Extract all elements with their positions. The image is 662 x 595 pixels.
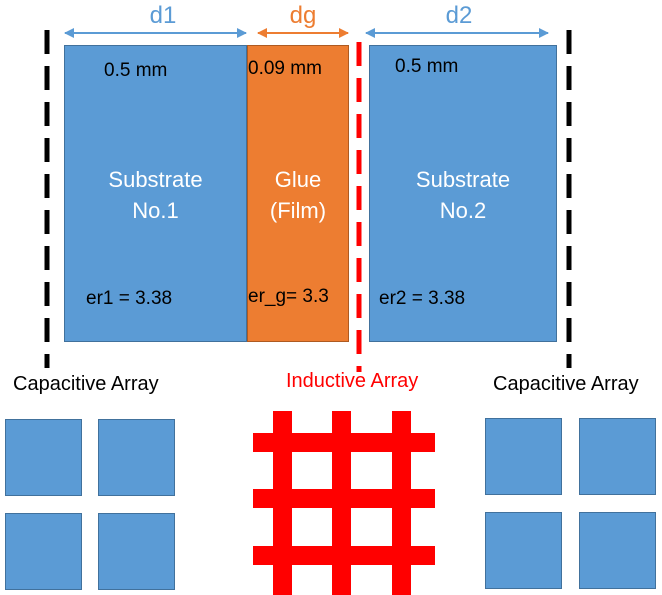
capacitive-patch: [98, 419, 175, 496]
left-array-label: Capacitive Array: [13, 373, 159, 395]
substrate-2-name-line1: Substrate: [415, 167, 511, 192]
right-array-label: Capacitive Array: [493, 373, 639, 395]
glue-block: [247, 45, 349, 342]
substrate-1-thickness: 0.5 mm: [104, 60, 168, 81]
substrate-1-name-line1: Substrate: [108, 167, 203, 192]
capacitive-patch: [485, 512, 562, 589]
glue-thickness: 0.09 mm: [248, 58, 322, 79]
capacitive-patch: [98, 513, 175, 590]
substrate-1-block: [64, 45, 247, 342]
glue-name-line2: (Film): [269, 198, 327, 223]
substrate-1-name-line2: No.1: [132, 198, 179, 223]
middle-array-label: Inductive Array: [286, 370, 419, 392]
capacitive-patch: [579, 418, 656, 495]
d2-label: d2: [445, 2, 473, 29]
substrate-2-name-line2: No.2: [439, 198, 487, 223]
substrate-2-permittivity: er2 = 3.38: [379, 288, 466, 309]
capacitive-patch: [5, 419, 82, 496]
substrate-1-permittivity: er1 = 3.38: [86, 288, 173, 309]
substrate-2-block: [369, 45, 557, 342]
glue-name-line1: Glue: [274, 167, 322, 192]
glue-permittivity: er_g= 3.3: [248, 286, 329, 307]
substrate-2-thickness: 0.5 mm: [395, 56, 459, 77]
dg-label: dg: [289, 2, 317, 29]
capacitive-patch: [579, 512, 656, 589]
d1-label: d1: [149, 2, 177, 29]
capacitive-patch: [5, 513, 82, 590]
capacitive-patch: [485, 418, 562, 495]
